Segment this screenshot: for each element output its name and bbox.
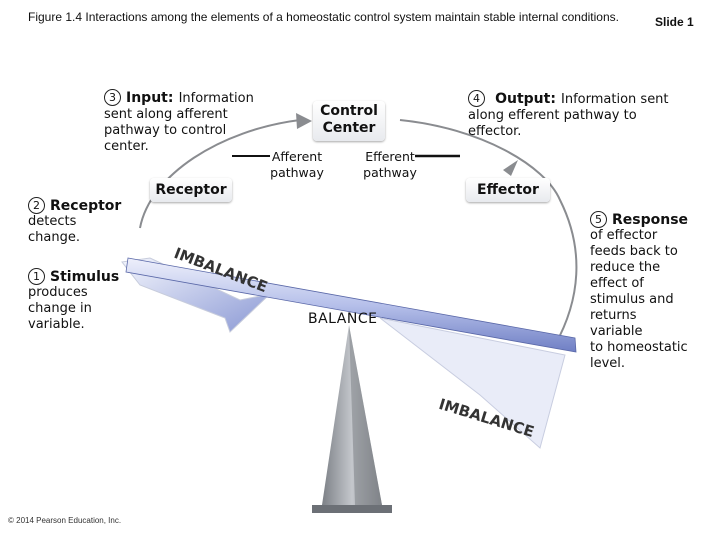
efferent-arrowhead <box>503 160 518 176</box>
effector-box: Effector <box>466 178 550 202</box>
fulcrum-base <box>312 505 392 513</box>
step-number-3: 3 <box>104 89 121 106</box>
step-number-4: 4 <box>468 90 485 107</box>
afferent-arrowhead <box>296 113 312 129</box>
step-number-5: 5 <box>590 211 607 228</box>
imbalance-wedge-lower <box>379 317 566 449</box>
feedback-arc-right <box>399 119 578 346</box>
copyright: © 2014 Pearson Education, Inc. <box>8 516 122 525</box>
fulcrum <box>322 325 382 505</box>
step-number-1: 1 <box>28 268 45 285</box>
control-center-box: Control Center <box>313 101 385 141</box>
seesaw-beam <box>125 257 577 353</box>
output-label: 4 Output: Information sent along efferen… <box>468 90 669 139</box>
fulcrum-shadow <box>349 325 382 505</box>
receptor-box: Receptor <box>150 178 232 202</box>
step-number-2: 2 <box>28 197 45 214</box>
efferent-pathway-label: Efferent pathway <box>363 149 417 180</box>
feedback-arc <box>139 119 301 229</box>
afferent-pathway-label: Afferent pathway <box>270 149 324 180</box>
balance-text: BALANCE <box>308 311 378 327</box>
figure-caption: Figure 1.4 Interactions among the elemen… <box>28 10 619 24</box>
slide-number: Slide 1 <box>655 15 694 29</box>
